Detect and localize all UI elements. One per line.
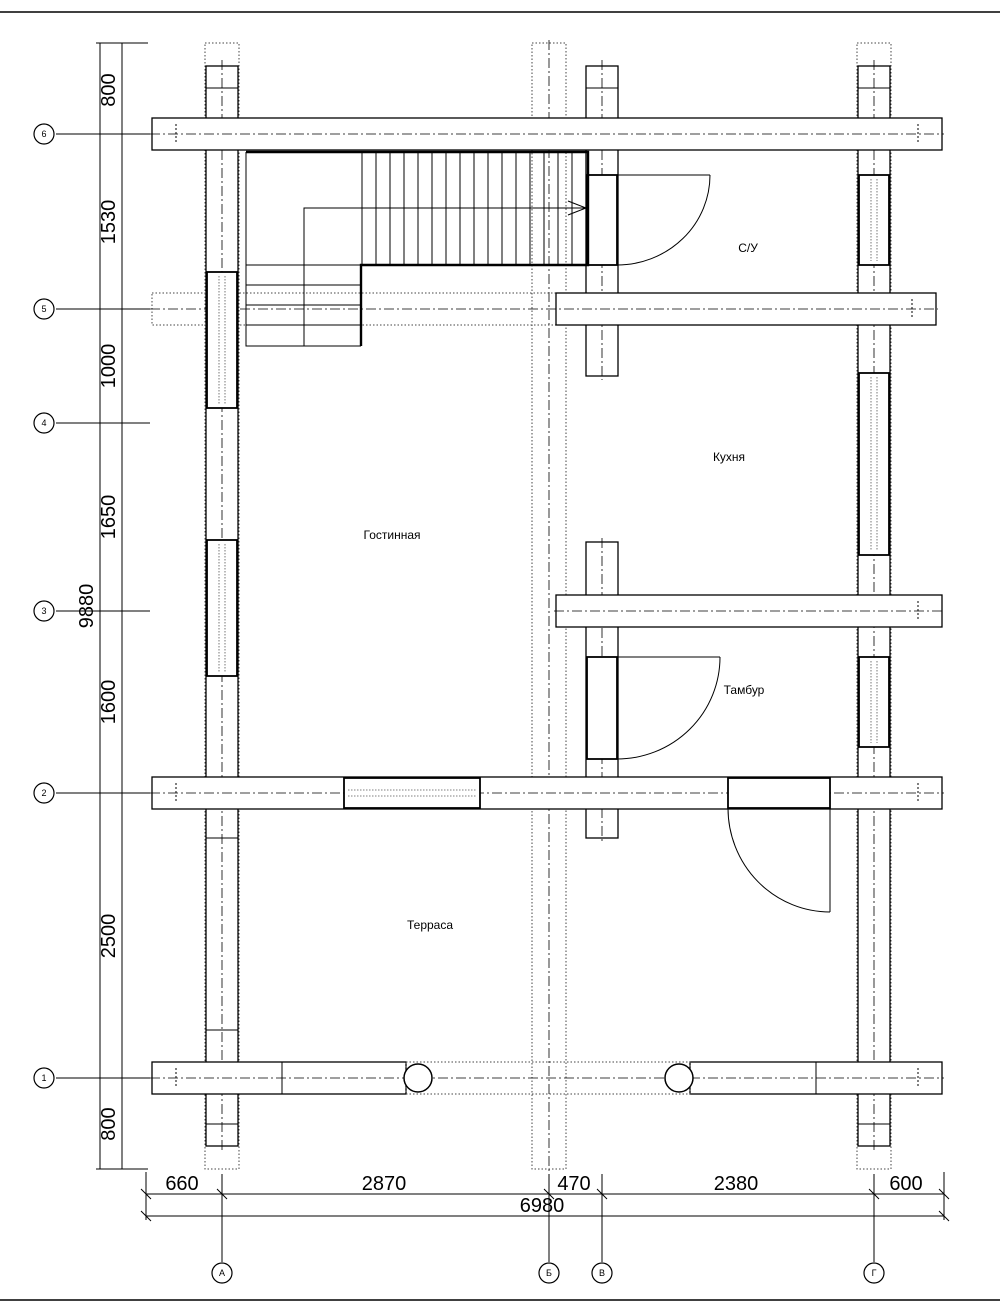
dim-v-1000: 1000 <box>98 344 120 389</box>
vertical-dimension-chain <box>56 42 150 1170</box>
doors <box>586 174 831 913</box>
axis-marker-1 <box>33 1067 55 1089</box>
row-axis-markers: 6 5 4 3 2 1 <box>33 123 55 1089</box>
axis-marker-6 <box>33 123 55 145</box>
axis-label-b: Б <box>546 1268 552 1278</box>
axis-marker-b <box>538 1262 560 1284</box>
axis-label-a: А <box>219 1268 225 1278</box>
axis-marker-4 <box>33 412 55 434</box>
staircase <box>245 150 590 347</box>
dim-v-800-bottom: 800 <box>98 1107 120 1140</box>
dim-h-660: 660 <box>165 1173 198 1195</box>
dim-v-1600: 1600 <box>98 680 120 725</box>
dim-h-total: 6980 <box>520 1195 565 1217</box>
column-axis-markers: А Б В Г <box>211 1262 885 1284</box>
axis-marker-a <box>211 1262 233 1284</box>
terrace-post-left <box>403 1063 433 1093</box>
dim-v-1650: 1650 <box>98 495 120 540</box>
dim-v-800-top: 800 <box>98 73 120 106</box>
windows <box>206 174 890 809</box>
dim-h-2380: 2380 <box>714 1173 759 1195</box>
axis-label-3: 3 <box>41 606 46 616</box>
dim-h-600: 600 <box>889 1173 922 1195</box>
axis-label-v: В <box>599 1268 605 1278</box>
room-label-su: С/У <box>738 241 758 255</box>
axis-label-2: 2 <box>41 788 46 798</box>
axis-label-5: 5 <box>41 304 46 314</box>
room-label-living: Гостинная <box>364 528 421 542</box>
dim-h-470: 470 <box>557 1173 590 1195</box>
dim-h-2870: 2870 <box>362 1173 407 1195</box>
axis-label-g: Г <box>872 1268 877 1278</box>
room-label-kitchen: Кухня <box>713 450 745 464</box>
dim-v-total: 9880 <box>76 584 98 629</box>
axis-label-4: 4 <box>41 418 46 428</box>
axis-marker-5 <box>33 298 55 320</box>
axis-marker-2 <box>33 782 55 804</box>
axis-marker-3 <box>33 600 55 622</box>
axis-marker-g <box>863 1262 885 1284</box>
dim-v-2500: 2500 <box>98 914 120 959</box>
axis-marker-v <box>591 1262 613 1284</box>
room-label-tambur: Тамбур <box>724 683 765 697</box>
dim-v-1530: 1530 <box>98 200 120 245</box>
room-label-terrace: Терраса <box>407 918 453 932</box>
horizontal-dimension-chain <box>140 1172 950 1262</box>
axis-label-6: 6 <box>41 129 46 139</box>
terrace-post-right <box>664 1063 694 1093</box>
axis-label-1: 1 <box>41 1073 46 1083</box>
